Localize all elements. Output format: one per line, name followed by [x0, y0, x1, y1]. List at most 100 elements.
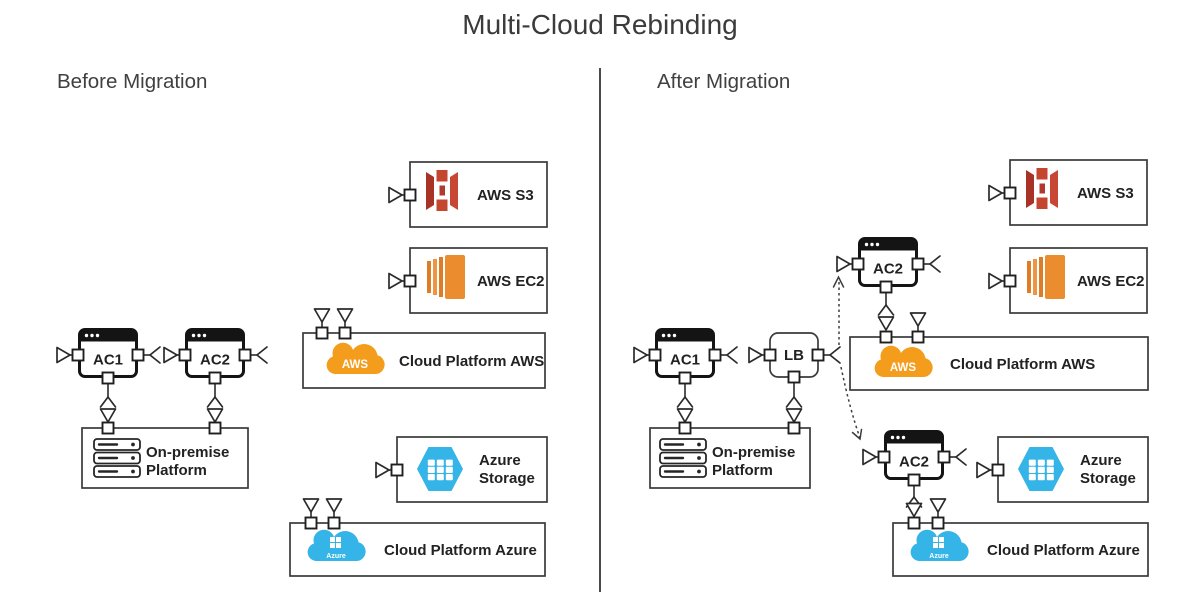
- after-diagram: On-premise Platform AWS S3 AWS EC2 AWS C…: [633, 159, 1149, 577]
- provided-hosting-triangle-icon: [929, 498, 947, 513]
- provided-interface-triangle-icon: [388, 186, 403, 204]
- port: [708, 348, 722, 362]
- ac2-label: AC2: [899, 454, 929, 471]
- provided-hosting-triangle-icon: [99, 408, 117, 423]
- windows-flag-icon: [933, 537, 944, 548]
- on-premise-label-line2: Platform: [146, 462, 207, 479]
- aws-ec2-label: AWS EC2: [477, 273, 545, 290]
- provided-hosting-triangle-icon: [302, 498, 320, 513]
- provided-interface-triangle-icon: [988, 184, 1003, 202]
- on-premise-label-line2: Platform: [712, 462, 773, 479]
- azure-cloud-icon: Azure: [910, 529, 969, 562]
- required-hosting-socket-icon: [206, 396, 224, 408]
- required-hosting-socket-icon: [676, 396, 694, 408]
- before-on-premise-platform: On-premise Platform: [81, 427, 249, 489]
- provided-hosting-triangle-icon: [313, 308, 331, 323]
- provided-interface-triangle-icon: [748, 346, 763, 364]
- cloud-platform-aws-label: Cloud Platform AWS: [399, 353, 544, 370]
- after-aws-s3: AWS S3: [1009, 159, 1148, 226]
- required-interface-socket-icon: [829, 346, 841, 364]
- arrowhead-up-icon: [832, 275, 845, 288]
- azure-storage-label-line2: Storage: [1080, 470, 1136, 487]
- port: [403, 274, 417, 288]
- port: [787, 370, 801, 384]
- before-ac2-window: AC2: [185, 328, 245, 378]
- aws-s3-bucket-icon: [1026, 168, 1058, 209]
- aws-cloud-icon: AWS: [326, 342, 385, 375]
- port: [208, 421, 222, 435]
- provided-hosting-triangle-icon: [905, 502, 923, 518]
- aws-badge-label: AWS: [342, 359, 369, 371]
- windows-flag-icon: [330, 537, 341, 548]
- after-ac2-aws-window: AC2: [858, 237, 918, 287]
- before-section-label: Before Migration: [57, 70, 207, 93]
- rebind-arrow-to-azure-ac2: [840, 366, 861, 439]
- before-diagram: On-premise Platform AWS S3 AWS EC2 AWS C…: [56, 161, 548, 577]
- before-azure-storage: Azure Storage: [396, 436, 548, 503]
- port: [907, 473, 921, 487]
- provided-interface-triangle-icon: [375, 461, 390, 479]
- provided-hosting-triangle-icon: [206, 408, 224, 423]
- on-premise-label-line1: On-premise: [712, 444, 795, 461]
- aws-s3-label: AWS S3: [1077, 185, 1134, 202]
- provided-interface-triangle-icon: [836, 255, 851, 273]
- port: [991, 463, 1005, 477]
- rebinding-arrows: [832, 275, 863, 441]
- arrowhead-down-icon: [851, 428, 863, 441]
- port: [678, 371, 692, 385]
- azure-cloud-icon: Azure: [307, 529, 366, 562]
- provided-hosting-triangle-icon: [877, 316, 895, 331]
- after-azure-storage: Azure Storage: [997, 436, 1149, 503]
- port: [879, 330, 893, 344]
- required-interface-socket-icon: [149, 346, 161, 364]
- required-hosting-socket-icon: [99, 396, 117, 408]
- port: [879, 280, 893, 294]
- window-dots-icon: [84, 333, 100, 338]
- port: [315, 326, 329, 340]
- after-ac1-window: AC1: [655, 328, 715, 378]
- azure-storage-label-line2: Storage: [479, 470, 535, 487]
- cloud-platform-azure-label: Cloud Platform Azure: [384, 542, 537, 559]
- before-cloud-platform-azure: Azure Cloud Platform Azure: [289, 522, 546, 577]
- ac1-label: AC1: [670, 352, 700, 369]
- port: [1003, 274, 1017, 288]
- after-ac2-azure-window: AC2: [884, 430, 944, 480]
- azure-storage-label-line1: Azure: [1080, 452, 1122, 469]
- after-aws-ec2: AWS EC2: [1009, 247, 1148, 314]
- port: [931, 516, 945, 530]
- port: [238, 348, 252, 362]
- server-stack-icon: [658, 437, 708, 479]
- before-cloud-platform-aws: AWS Cloud Platform AWS: [302, 332, 546, 389]
- window-dots-icon: [890, 435, 906, 440]
- before-aws-s3: AWS S3: [409, 161, 548, 228]
- provided-interface-triangle-icon: [976, 461, 991, 479]
- window-dots-icon: [661, 333, 677, 338]
- provided-hosting-triangle-icon: [676, 408, 694, 423]
- required-hosting-socket-icon: [877, 304, 895, 316]
- cloud-platform-azure-label: Cloud Platform Azure: [987, 542, 1140, 559]
- server-stack-icon: [92, 437, 142, 479]
- provided-interface-triangle-icon: [633, 346, 648, 364]
- on-premise-label-line1: On-premise: [146, 444, 229, 461]
- port: [101, 421, 115, 435]
- azure-badge-label: Azure: [929, 553, 949, 560]
- aws-s3-label: AWS S3: [477, 187, 534, 204]
- provided-interface-triangle-icon: [388, 272, 403, 290]
- port: [304, 516, 318, 530]
- provided-interface-triangle-icon: [163, 346, 178, 364]
- port: [131, 348, 145, 362]
- aws-s3-bucket-icon: [426, 170, 458, 211]
- port: [937, 450, 951, 464]
- aws-cloud-icon: AWS: [874, 345, 933, 378]
- provided-hosting-triangle-icon: [325, 498, 343, 513]
- port: [678, 421, 692, 435]
- port: [851, 257, 865, 271]
- port: [71, 348, 85, 362]
- window-dots-icon: [191, 333, 207, 338]
- required-interface-socket-icon: [955, 448, 967, 466]
- aws-ec2-label: AWS EC2: [1077, 273, 1145, 290]
- page-title: Multi-Cloud Rebinding: [462, 9, 737, 40]
- provided-hosting-triangle-icon: [785, 408, 803, 423]
- port: [811, 348, 825, 362]
